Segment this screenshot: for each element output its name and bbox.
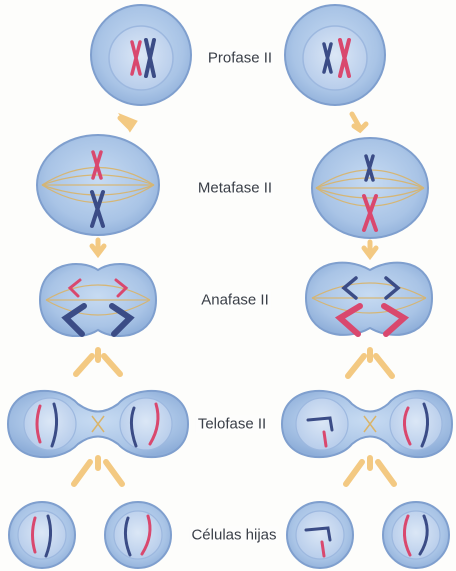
arrow-down-left-1 xyxy=(120,118,134,128)
daughter-cell-right-2 xyxy=(383,502,449,568)
label-celulas-hijas: Células hijas xyxy=(189,527,278,544)
arrow-down-right-2 xyxy=(364,242,376,256)
arrow-down-left-2 xyxy=(92,240,104,254)
arrow-split-left-4 xyxy=(74,458,122,484)
daughter-cell-left-1 xyxy=(9,502,75,568)
cell-anafase-left xyxy=(40,264,156,336)
daughter-cell-left-2 xyxy=(105,502,171,568)
label-anafase: Anafase II xyxy=(199,292,271,309)
cell-telofase-left xyxy=(8,391,188,457)
arrow-split-right-4 xyxy=(346,458,394,484)
daughter-cell-right-1 xyxy=(287,502,353,568)
cell-profase-left xyxy=(91,5,191,105)
cell-telofase-right xyxy=(282,391,452,457)
label-profase: Profase II xyxy=(206,50,274,67)
label-telofase: Telofase II xyxy=(196,416,268,433)
label-metafase: Metafase II xyxy=(196,180,274,197)
cell-metafase-left xyxy=(37,135,159,235)
cell-metafase-right xyxy=(312,138,428,238)
arrow-split-left-3 xyxy=(76,350,120,374)
cell-profase-right xyxy=(285,5,385,105)
cell-anafase-right xyxy=(306,263,432,335)
arrow-down-right-1 xyxy=(352,114,366,130)
arrow-split-right-3 xyxy=(348,350,392,376)
